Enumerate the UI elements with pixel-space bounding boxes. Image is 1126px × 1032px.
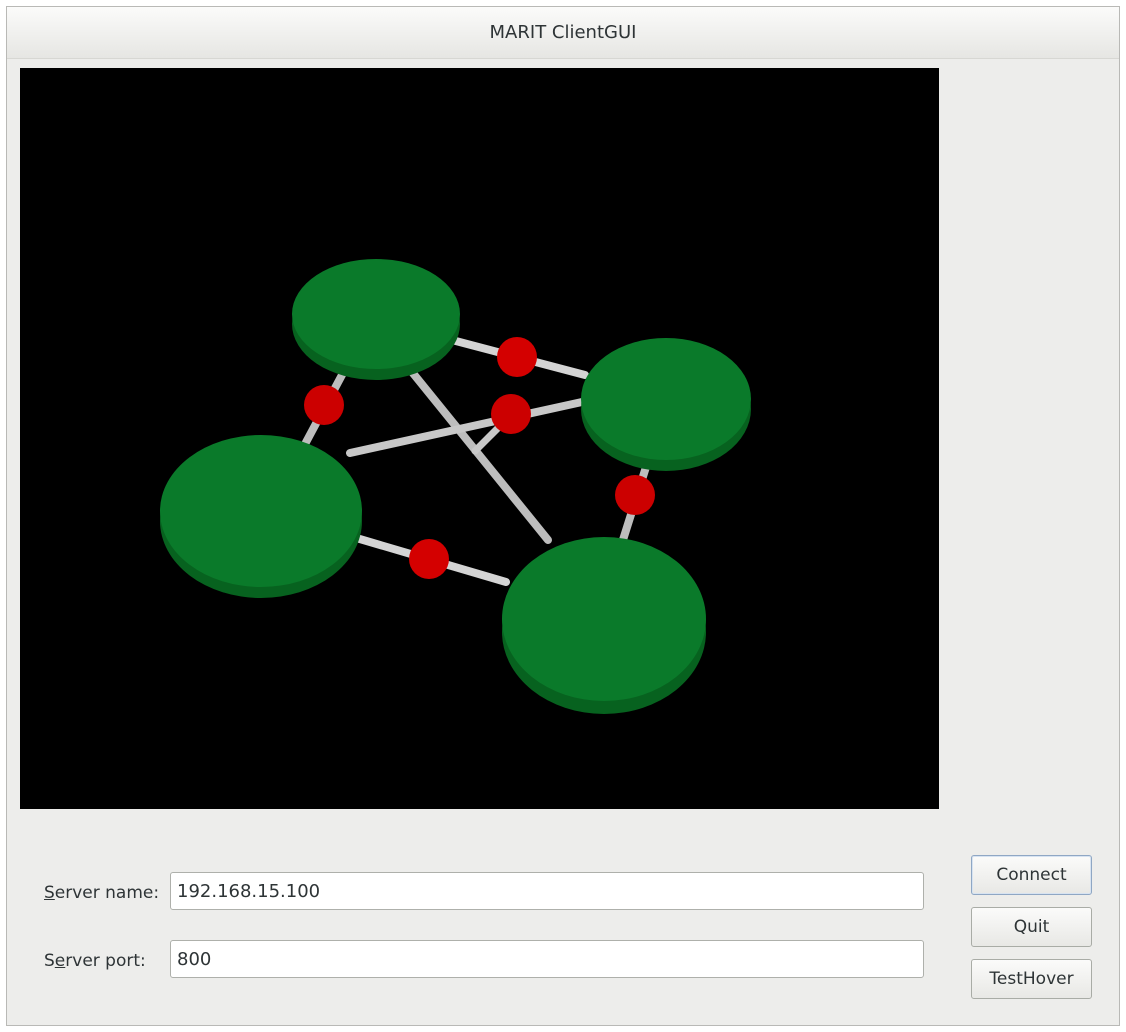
- disc-node: [502, 537, 706, 714]
- joint-sphere: [497, 337, 537, 377]
- connect-button[interactable]: Connect: [971, 855, 1092, 895]
- joint-sphere: [491, 394, 531, 434]
- main-window: MARIT ClientGUI: [6, 6, 1120, 1026]
- server-name-label-text: erver name:: [54, 883, 160, 903]
- disc-node: [581, 338, 751, 471]
- window-title: MARIT ClientGUI: [489, 22, 637, 43]
- 3d-viewport[interactable]: [20, 68, 939, 809]
- joint-sphere: [615, 475, 655, 515]
- network-scene: [160, 259, 751, 714]
- disc-node: [160, 435, 362, 598]
- quit-button[interactable]: Quit: [971, 907, 1092, 947]
- server-port-label-pre: S: [44, 951, 55, 971]
- server-name-label: Server name:: [44, 883, 159, 903]
- title-bar[interactable]: MARIT ClientGUI: [7, 7, 1119, 59]
- link-rod: [346, 398, 586, 457]
- scene-joints: [304, 337, 655, 579]
- server-name-mnemonic: S: [44, 883, 55, 903]
- server-port-label-text: rver port:: [65, 951, 146, 971]
- test-hover-button[interactable]: TestHover: [971, 959, 1092, 999]
- link-rod: [391, 347, 552, 544]
- server-port-label: Server port:: [44, 951, 146, 971]
- scene-discs: [160, 259, 751, 714]
- joint-sphere: [304, 385, 344, 425]
- server-name-field[interactable]: [170, 872, 924, 910]
- disc-node: [292, 259, 460, 380]
- server-port-field[interactable]: [170, 940, 924, 978]
- server-port-mnemonic: e: [54, 951, 66, 971]
- joint-sphere: [409, 539, 449, 579]
